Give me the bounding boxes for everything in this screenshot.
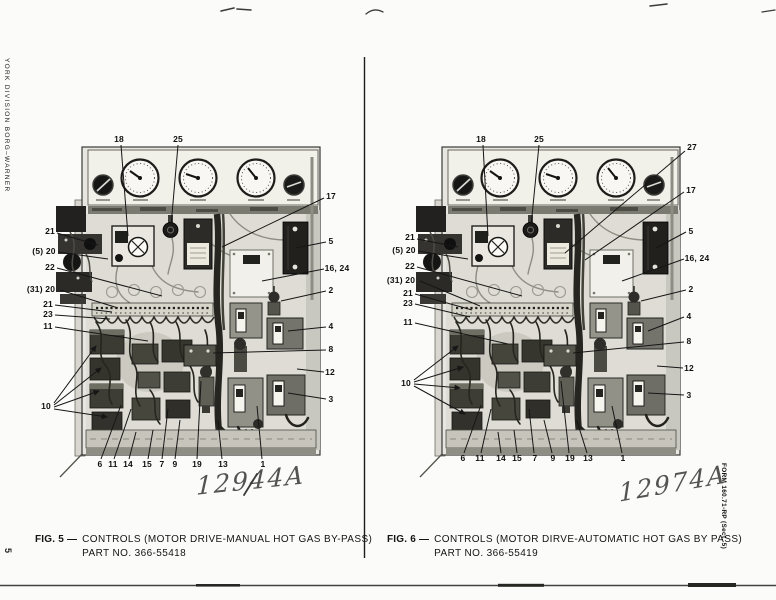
fig5-caption-label: FIG. 5 — <box>35 534 78 545</box>
fig5-caption-part: PART NO. 366-55418 <box>82 547 187 559</box>
fig5-caption-title: CONTROLS (MOTOR DRIVE-MANUAL HOT GAS BY-… <box>82 534 373 545</box>
fig5-panel-photo <box>56 147 320 477</box>
left-margin-publisher-text: YORK DIVISION BORG–WARNER <box>3 58 10 193</box>
page-number: 5 <box>3 548 13 554</box>
fig6-caption-title: CONTROLS (MOTOR DIRVE-AUTOMATIC HOT GAS … <box>434 534 743 545</box>
fig6-caption-label: FIG. 6 — <box>387 534 430 545</box>
fig6-caption: FIG. 6 — CONTROLS (MOTOR DIRVE-AUTOMATIC… <box>387 533 742 560</box>
bottom-rule <box>0 583 776 587</box>
fig5-caption: FIG. 5 — CONTROLS (MOTOR DRIVE-MANUAL HO… <box>35 533 372 560</box>
scan-artifacts <box>220 3 776 496</box>
fig6-caption-part: PART NO. 366-55419 <box>434 547 539 559</box>
callout-leader-lines <box>53 144 687 460</box>
fig6-panel-photo <box>416 147 680 477</box>
